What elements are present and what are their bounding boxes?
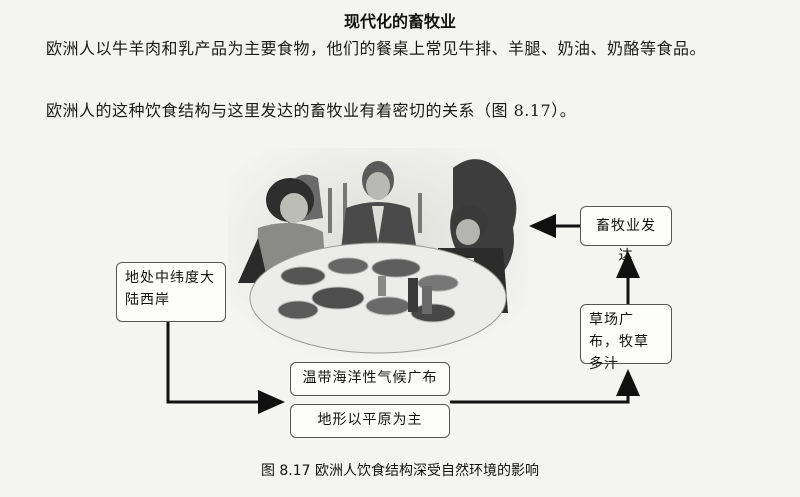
- figure-caption: 图 8.17 欧洲人饮食结构深受自然环境的影响: [260, 463, 540, 479]
- dining-scene-illustration: [228, 148, 528, 358]
- paragraph-2: 欧洲人的这种饮食结构与这里发达的畜牧业有着密切的关系（图 8.17）。: [46, 101, 577, 120]
- box-developed-livestock: 畜牧业发达: [580, 206, 672, 264]
- box-mid-latitude-west-coast: 地处中纬度大陆西岸: [116, 262, 226, 322]
- box-extensive-grassland: 草场广布，牧草多汁: [580, 304, 672, 372]
- section-title: 现代化的畜牧业: [343, 12, 456, 31]
- box-temperate-maritime-climate: 温带海洋性气候广布: [290, 362, 450, 396]
- box-plains-terrain: 地形以平原为主: [290, 404, 450, 438]
- paragraph-1: 欧洲人以牛羊肉和乳产品为主要食物，他们的餐桌上常见牛排、羊腿、奶油、奶酪等食品。: [46, 39, 707, 58]
